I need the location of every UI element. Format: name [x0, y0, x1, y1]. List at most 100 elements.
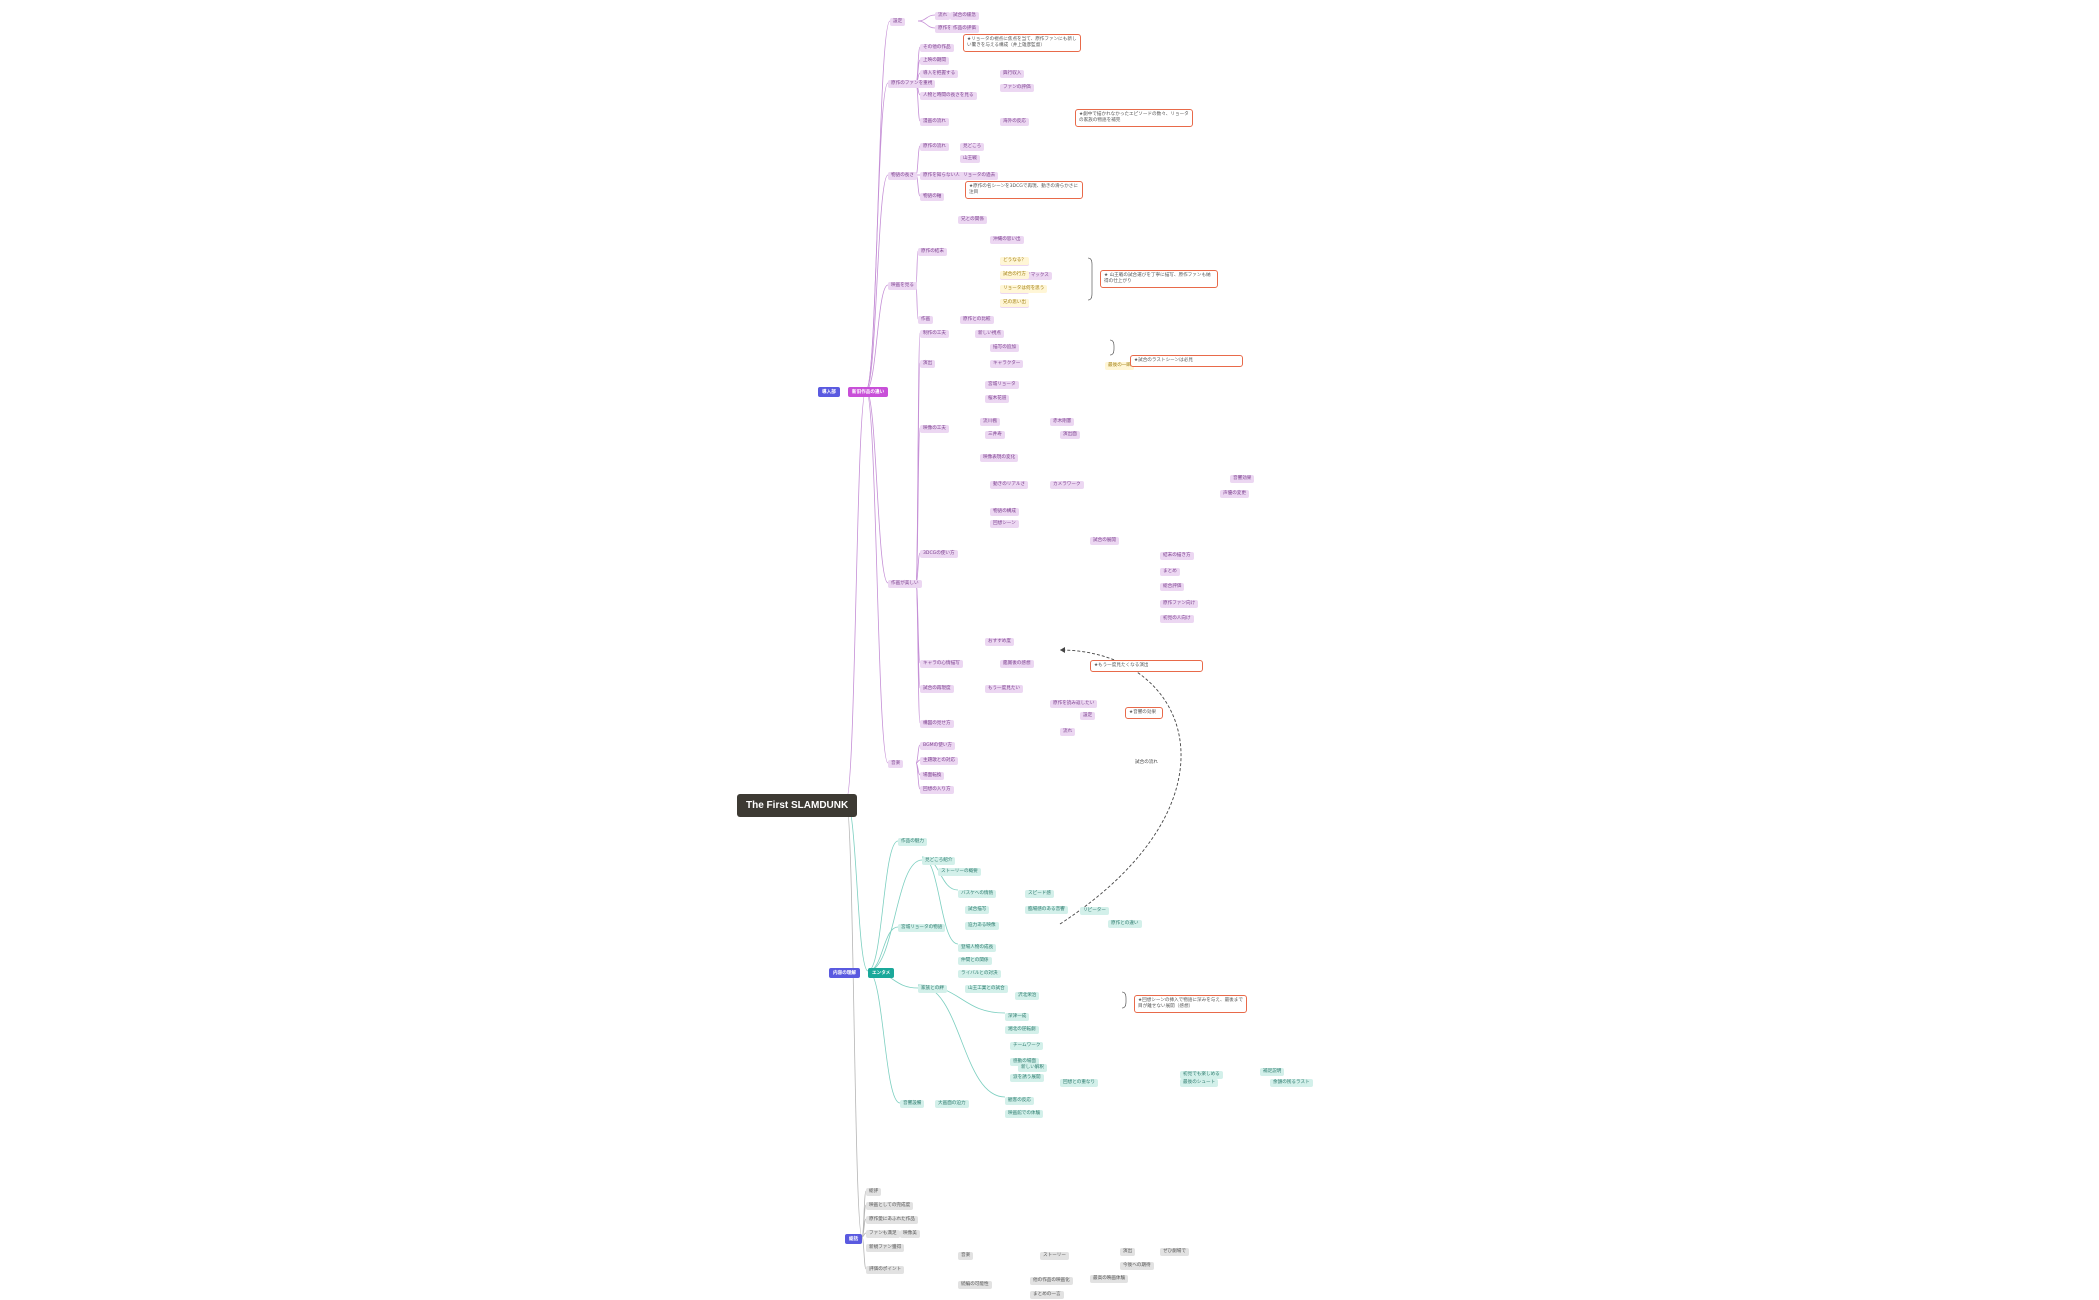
note-callout-2[interactable]: ★原作の名シーンを3DCGで再現、動きの滑らかさに注目 — [965, 181, 1083, 199]
gray-node-9[interactable]: 演出 — [1120, 1248, 1136, 1256]
teal-node-23[interactable]: 観客の反応 — [1005, 1097, 1034, 1105]
topic-node-34[interactable]: 海外の反応 — [1000, 118, 1029, 126]
topic-node-7[interactable]: 人物と時間の長さを見る — [920, 92, 977, 100]
topic-node-64[interactable]: 総合評価 — [1160, 583, 1185, 591]
teal-node-10[interactable]: 登場人物の成長 — [958, 944, 997, 952]
topic-node-44[interactable]: 原作との比較 — [960, 316, 994, 324]
teal-node-4[interactable]: 家族との絆 — [918, 985, 947, 993]
teal-node-3[interactable]: 宮城リョータの物語 — [898, 924, 946, 932]
topic-node-55[interactable]: 動きのリアルさ — [990, 481, 1029, 489]
note-callout-6[interactable]: ★音響の効果 — [1125, 707, 1163, 719]
topic-node-39[interactable]: 沖縄の思い出 — [990, 236, 1024, 244]
teal-node-20[interactable]: 回想との重なり — [1060, 1079, 1099, 1087]
teal-node-0[interactable]: 作品の魅力 — [898, 838, 927, 846]
note-callout-4[interactable]: ★試合のラストシーンは必見 — [1130, 355, 1243, 367]
topic-node-8[interactable]: 漫画の流れ — [920, 118, 949, 126]
gray-node-3[interactable]: ファンも満足 — [866, 1230, 900, 1238]
root-topic[interactable]: The First SLAMDUNK — [737, 794, 858, 817]
highlight-node-2[interactable]: リョータは何を思う — [1000, 285, 1048, 293]
teal-node-22[interactable]: 余韻の残るラスト — [1270, 1079, 1313, 1087]
teal-node-26[interactable]: 音響設備 — [900, 1100, 925, 1108]
topic-node-51[interactable]: 三井寿 — [985, 431, 1005, 439]
teal-node-29[interactable]: 新しい解釈 — [1018, 1064, 1047, 1072]
topic-node-54[interactable]: 映像表現の変化 — [980, 454, 1019, 462]
highlight-node-4[interactable]: 最後の一瞬 — [1105, 362, 1134, 370]
topic-node-69[interactable]: もう一度見たい — [985, 685, 1024, 693]
teal-node-5[interactable]: バスケへの情熱 — [958, 890, 997, 898]
topic-node-38[interactable]: 兄との関係 — [958, 216, 987, 224]
gray-node-0[interactable]: 総評 — [866, 1188, 882, 1196]
teal-node-30[interactable]: 初見でも楽しめる — [1180, 1071, 1223, 1079]
topic-node-47[interactable]: キャラクター — [990, 360, 1024, 368]
teal-node-31[interactable]: 補足説明 — [1260, 1068, 1285, 1076]
topic-node-52[interactable]: 赤木剛憲 — [1050, 418, 1075, 426]
topic-node-13[interactable]: 映画を見る — [888, 282, 917, 290]
topic-node-20[interactable]: 3DCGの使い方 — [920, 550, 958, 558]
topic-node-19[interactable]: 映像の工夫 — [920, 425, 949, 433]
topic-node-66[interactable]: 初見の人向け — [1160, 615, 1194, 623]
note-callout-3[interactable]: ★ 山王戦の試合運びを丁寧に描写、原作ファンも納得の仕上がり — [1100, 270, 1218, 288]
topic-node-57[interactable]: 音響効果 — [1230, 475, 1255, 483]
teal-node-21[interactable]: 最後のシュート — [1180, 1079, 1219, 1087]
teal-node-1[interactable]: 見どころ紹介 — [922, 857, 956, 865]
section-intro[interactable]: 導入部 — [818, 387, 840, 397]
topic-node-68[interactable]: 鑑賞後の感想 — [1000, 660, 1034, 668]
section-differences[interactable]: 新旧作品の違い — [848, 387, 889, 397]
topic-node-22[interactable]: 試合の再現度 — [920, 685, 954, 693]
teal-node-8[interactable]: スピード感 — [1025, 890, 1054, 898]
teal-node-18[interactable]: 感動の場面 — [1010, 1058, 1039, 1066]
topic-node-58[interactable]: 声優の変更 — [1220, 490, 1249, 498]
topic-node-72[interactable]: 流れ — [1060, 728, 1076, 736]
topic-node-12[interactable]: 物語の軸 — [920, 193, 945, 201]
teal-node-24[interactable]: 映画館での体験 — [1005, 1110, 1044, 1118]
topic-node-70[interactable]: 原作を読み返したい — [1050, 700, 1098, 708]
teal-node-14[interactable]: 沢北栄治 — [1015, 992, 1040, 1000]
teal-node-19[interactable]: 涙を誘う展開 — [1010, 1074, 1044, 1082]
topic-node-10[interactable]: 原作の流れ — [920, 143, 949, 151]
topic-node-67[interactable]: おすすめ度 — [985, 638, 1014, 646]
topic-node-56[interactable]: カメラワーク — [1050, 481, 1084, 489]
note-callout-0[interactable]: ★リョータの視点に焦点を当て、原作ファンにも新しい驚きを与える構成（井上雄彦監督… — [963, 34, 1081, 52]
topic-node-50[interactable]: 流川楓 — [980, 418, 1000, 426]
topic-node-59[interactable]: 物語の構成 — [990, 508, 1019, 516]
topic-node-48[interactable]: 宮城リョータ — [985, 381, 1019, 389]
gray-node-2[interactable]: 原作愛にあふれた作品 — [866, 1216, 918, 1224]
topic-node-32[interactable]: ファンの評価 — [1000, 84, 1034, 92]
section-understanding[interactable]: 内容の理解 — [829, 968, 860, 978]
topic-node-24[interactable]: 音楽 — [888, 760, 904, 768]
gray-node-11[interactable]: 続編の可能性 — [958, 1281, 992, 1289]
topic-node-65[interactable]: 原作ファン向け — [1160, 600, 1199, 608]
topic-node-35[interactable]: 見どころ — [960, 143, 985, 151]
teal-node-9[interactable]: 臨場感のある音響 — [1025, 906, 1068, 914]
topic-node-11[interactable]: 原作を知らない人へ — [920, 172, 968, 180]
highlight-node-3[interactable]: 兄の思い出 — [1000, 299, 1029, 307]
gray-node-7[interactable]: 音楽 — [958, 1252, 974, 1260]
gray-node-15[interactable]: ぜひ劇場で — [1160, 1248, 1189, 1256]
highlight-node-0[interactable]: どうなる？ — [1000, 257, 1029, 265]
topic-node-61[interactable]: 試合の展開 — [1090, 537, 1119, 545]
gray-node-14[interactable]: 最高の映画体験 — [1090, 1275, 1129, 1283]
topic-node-1[interactable]: 流れ — [935, 12, 951, 20]
gray-node-13[interactable]: まとめの一言 — [1030, 1291, 1064, 1299]
topic-node-71[interactable]: 設定 — [1080, 712, 1096, 720]
topic-node-4[interactable]: その他の作品 — [920, 44, 954, 52]
teal-node-12[interactable]: ライバルとの対決 — [958, 970, 1001, 978]
note-callout-1[interactable]: ★劇中で描かれなかったエピソードの数々、リョータの家族の物語を補完 — [1075, 109, 1193, 127]
teal-node-16[interactable]: 湘北の逆転劇 — [1005, 1026, 1039, 1034]
note-callout-5[interactable]: ★もう一度見たくなる演出 — [1090, 660, 1203, 672]
topic-node-0[interactable]: 設定 — [890, 18, 906, 26]
teal-node-13[interactable]: 山王工業との試合 — [965, 985, 1008, 993]
note-callout-7[interactable]: ★回想シーンの挿入で物語に深みを与え、最後まで目が離せない展開（感想） — [1134, 995, 1247, 1013]
gray-node-1[interactable]: 映画としての完成度 — [866, 1202, 914, 1210]
teal-node-7[interactable]: 迫力ある映像 — [965, 922, 999, 930]
teal-node-17[interactable]: チームワーク — [1010, 1042, 1044, 1050]
topic-node-16[interactable]: 作画が美しい — [888, 580, 922, 588]
topic-node-37[interactable]: リョータの過去 — [960, 172, 999, 180]
gray-node-12[interactable]: 他の作品の映画化 — [1030, 1277, 1073, 1285]
gray-node-4[interactable]: 新規ファン獲得 — [866, 1244, 905, 1252]
topic-node-29[interactable]: 試合の緩急 — [950, 12, 979, 20]
topic-node-25[interactable]: BGMの使い方 — [920, 742, 955, 750]
topic-node-2[interactable]: 原作を見る — [935, 25, 964, 33]
topic-node-3[interactable]: 原作のファンを重視 — [888, 80, 936, 88]
teal-node-28[interactable]: 原作との違い — [1108, 920, 1142, 928]
